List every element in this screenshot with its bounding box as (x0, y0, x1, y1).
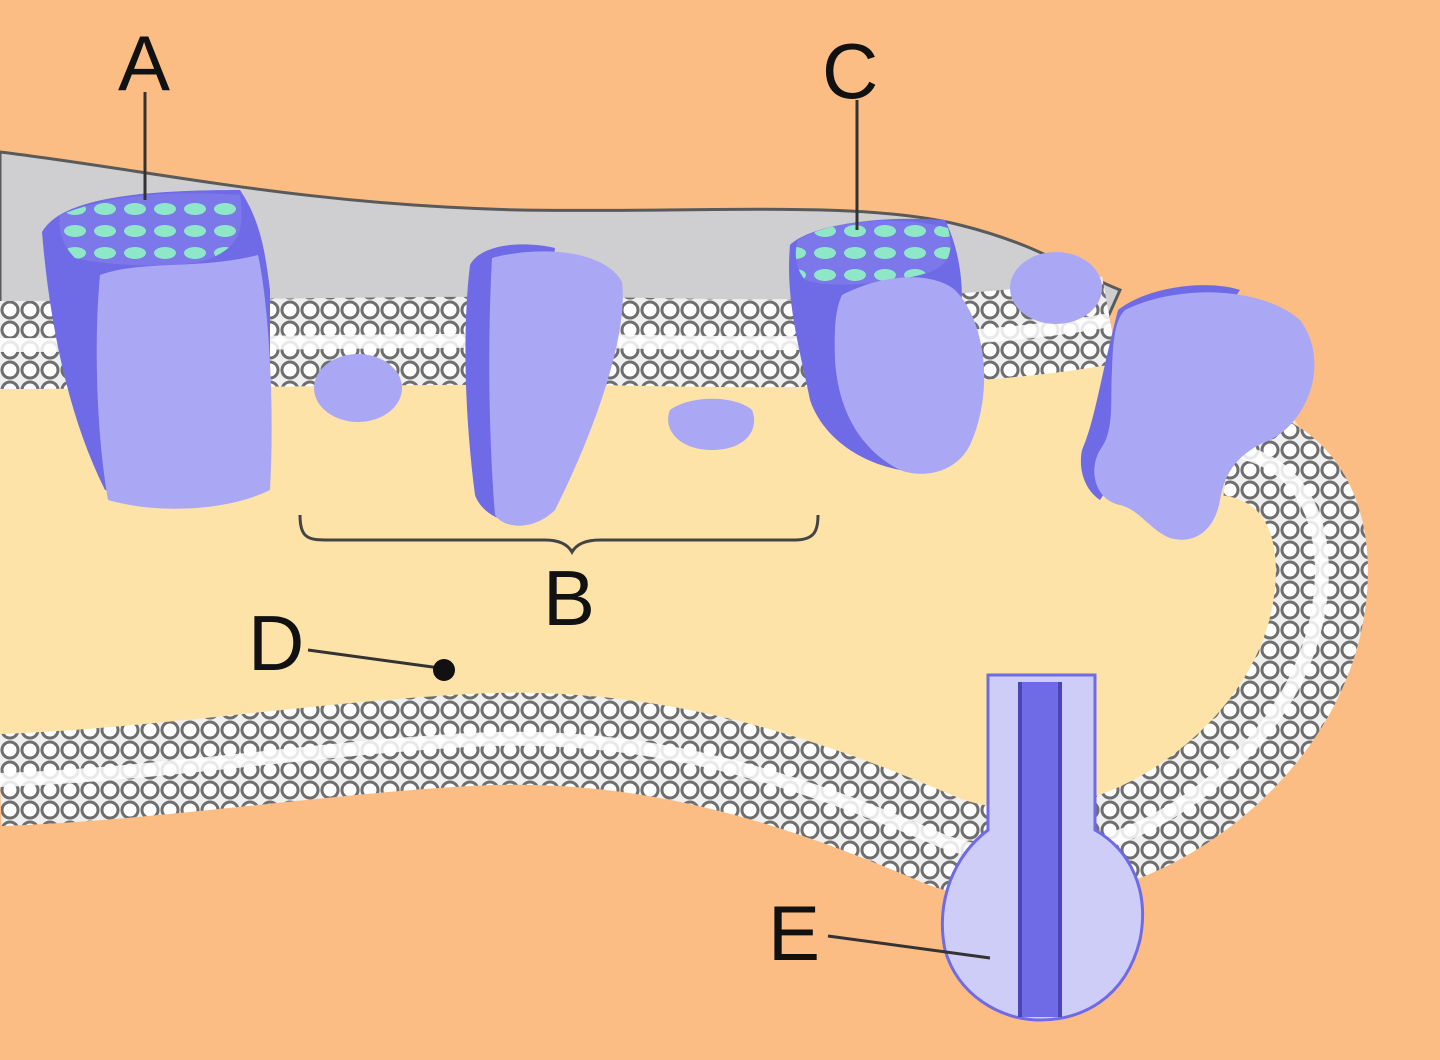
leader-line-e (827, 934, 991, 960)
label-c: C (822, 27, 878, 115)
protein-a (42, 190, 272, 509)
lower-bilayer-tails (0, 443, 1329, 862)
protein-c-face (834, 277, 985, 474)
label-e: E (768, 889, 820, 977)
peripheral-protein-large (1080, 285, 1315, 540)
protein-b-small-left (314, 354, 402, 422)
label-a: A (118, 19, 170, 107)
protein-b-group (314, 244, 755, 526)
peripheral-protein-small (1010, 252, 1102, 324)
protein-a-pores (59, 193, 242, 266)
protein-a-face (96, 255, 272, 509)
protein-c-pores (795, 220, 951, 285)
protein-b-wedge-face (489, 251, 623, 526)
protein-e-channel-line-right (1058, 682, 1062, 1017)
protein-c (789, 218, 985, 474)
brace-b (298, 514, 820, 556)
protein-e-channel-line-left (1018, 682, 1022, 1017)
label-b: B (543, 554, 595, 642)
label-d: D (248, 599, 304, 687)
molecule-dot-d (433, 659, 455, 681)
protein-e-channel-core (1022, 682, 1060, 1017)
protein-b-small-right (668, 398, 755, 450)
peripheral-protein-large-face (1094, 292, 1315, 540)
leader-line-d (307, 648, 441, 670)
protein-e-channel (940, 673, 1145, 1022)
